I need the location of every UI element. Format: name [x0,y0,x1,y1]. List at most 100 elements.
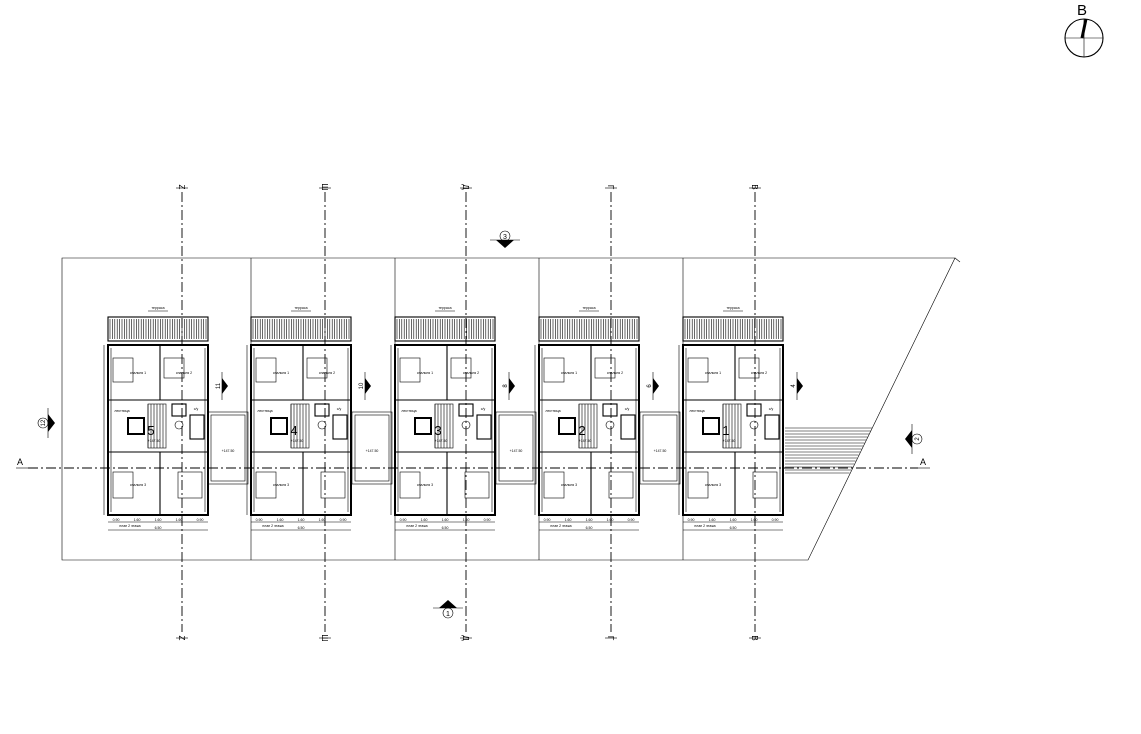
svg-text:план 2 этажа: план 2 этажа [694,524,715,528]
svg-text:1.60: 1.60 [607,518,614,522]
svg-text:+147.50: +147.50 [723,439,736,443]
section-marker-1: 1 [433,600,463,619]
section-marker-3: 3 [490,230,520,248]
svg-text:1: 1 [446,611,450,618]
svg-text:0.90: 0.90 [772,518,779,522]
svg-text:спальня 3: спальня 3 [561,483,577,487]
axis-label-top: Г [606,185,615,190]
svg-text:спальня 3: спальня 3 [705,483,721,487]
svg-text:спальня 1: спальня 1 [273,371,289,375]
svg-text:6.50: 6.50 [442,526,449,530]
axis-label-top: Д [461,184,470,190]
axis-label-top: Z [177,185,186,190]
unit-number: 5 [147,423,154,438]
svg-text:1.60: 1.60 [176,518,183,522]
svg-text:1.60: 1.60 [421,518,428,522]
horizontal-axis: А А [16,457,930,469]
unit-number: 1 [722,423,729,438]
svg-text:лестница: лестница [689,409,704,413]
svg-text:0.90: 0.90 [340,518,347,522]
svg-text:+147.50: +147.50 [291,439,304,443]
vertical-axis: ШШ [319,183,331,642]
svg-text:6.50: 6.50 [298,526,305,530]
svg-text:1.60: 1.60 [442,518,449,522]
axis-label-bottom: Z [177,636,186,641]
svg-text:0.90: 0.90 [197,518,204,522]
svg-text:терраса: терраса [438,306,451,310]
svg-text:12: 12 [41,419,47,426]
svg-text:0.90: 0.90 [113,518,120,522]
svg-text:план 2 этажа: план 2 этажа [262,524,283,528]
svg-text:+147.50: +147.50 [435,439,448,443]
vertical-axis: ZZ [176,185,188,641]
svg-text:с/у: с/у [769,407,774,411]
svg-text:+147.50: +147.50 [654,449,667,453]
svg-text:2: 2 [915,437,921,441]
svg-text:1.60: 1.60 [586,518,593,522]
axis-label-top: В [750,184,759,189]
site-boundary [61,257,956,561]
svg-text:план 2 этажа: план 2 этажа [406,524,427,528]
section-marker-2: 2 [905,424,923,454]
svg-text:1.60: 1.60 [155,518,162,522]
svg-text:спальня 3: спальня 3 [130,483,146,487]
svg-text:терраса: терраса [294,306,307,310]
unit-number: 2 [578,423,585,438]
vertical-axis: ВВ [749,184,761,641]
svg-text:1.60: 1.60 [277,518,284,522]
svg-text:спальня 1: спальня 1 [130,371,146,375]
svg-text:спальня 1: спальня 1 [561,371,577,375]
svg-text:+147.50: +147.50 [579,439,592,443]
svg-text:спальня 1: спальня 1 [705,371,721,375]
svg-text:терраса: терраса [726,306,739,310]
vertical-axis: ГГ [605,185,617,641]
svg-text:10: 10 [359,382,365,389]
svg-text:план 2 этажа: план 2 этажа [550,524,571,528]
svg-text:лестница: лестница [545,409,560,413]
axis-label-left: А [17,457,23,467]
svg-text:4: 4 [791,384,797,388]
section-marker-12: 12 [37,408,55,438]
svg-text:спальня 1: спальня 1 [417,371,433,375]
entrance-steps [785,427,872,474]
svg-text:0.90: 0.90 [484,518,491,522]
svg-text:0.90: 0.90 [688,518,695,522]
svg-text:с/у: с/у [625,407,630,411]
axis-label-bottom: В [750,635,759,640]
svg-text:терраса: терраса [151,306,164,310]
svg-text:+147.50: +147.50 [366,449,379,453]
svg-text:с/у: с/у [481,407,486,411]
unit-number: 4 [290,423,297,438]
svg-text:1.60: 1.60 [730,518,737,522]
svg-text:0.90: 0.90 [256,518,263,522]
vertical-axis: ДД [460,184,472,641]
unit-number: 3 [434,423,441,438]
svg-text:с/у: с/у [337,407,342,411]
svg-text:0.90: 0.90 [544,518,551,522]
svg-text:терраса: терраса [582,306,595,310]
svg-text:1.60: 1.60 [298,518,305,522]
svg-text:лестница: лестница [257,409,272,413]
svg-text:+147.50: +147.50 [148,439,161,443]
svg-text:+147.50: +147.50 [510,449,523,453]
svg-text:+147.50: +147.50 [222,449,235,453]
svg-text:0.90: 0.90 [628,518,635,522]
svg-text:1.60: 1.60 [134,518,141,522]
north-arrow: B [1064,2,1104,58]
svg-text:6: 6 [647,384,653,388]
svg-text:1.60: 1.60 [751,518,758,522]
axis-label-bottom: Д [461,635,470,641]
svg-text:с/у: с/у [194,407,199,411]
svg-text:1.60: 1.60 [565,518,572,522]
svg-text:1.60: 1.60 [709,518,716,522]
svg-text:1.60: 1.60 [463,518,470,522]
svg-text:0.90: 0.90 [400,518,407,522]
svg-text:6.50: 6.50 [730,526,737,530]
svg-text:спальня 3: спальня 3 [273,483,289,487]
